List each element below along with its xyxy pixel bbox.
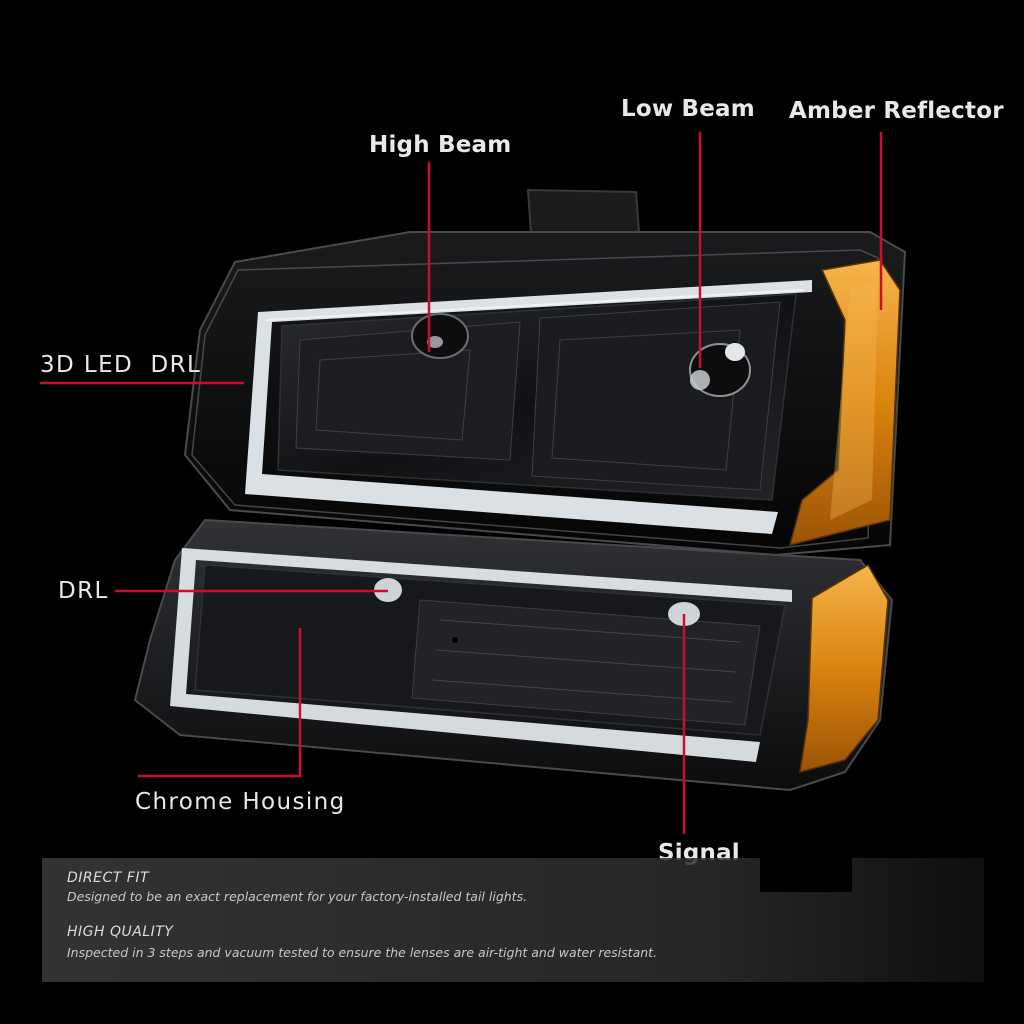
lower-drl-light-bar <box>170 548 792 762</box>
chrome-housing-label: Chrome Housing <box>135 789 346 815</box>
lower-smoked-lens <box>194 564 786 736</box>
led-drl-3d-label: 3D LED DRL <box>40 352 202 378</box>
amber-side-reflector <box>788 259 901 547</box>
feature-title-high-quality: HIGH QUALITY <box>67 924 174 940</box>
lower-amber-reflector <box>799 563 889 774</box>
feature-description-high-quality: Inspected in 3 steps and vacuum tested t… <box>67 945 658 960</box>
panel-notch <box>760 858 852 892</box>
drl-label: DRL <box>58 578 109 604</box>
amber-reflector-label: Amber Reflector <box>789 98 1004 124</box>
feature-title-direct-fit: DIRECT FIT <box>67 870 149 886</box>
leader-lines <box>40 132 883 834</box>
chrome-housing-leader <box>138 628 302 778</box>
low-beam-label: Low Beam <box>621 96 755 122</box>
feature-description-direct-fit: Designed to be an exact replacement for … <box>67 889 528 904</box>
upper-drl-light-bar <box>245 280 812 534</box>
high-beam-label: High Beam <box>369 132 512 158</box>
upper-smoked-lens <box>277 293 797 501</box>
